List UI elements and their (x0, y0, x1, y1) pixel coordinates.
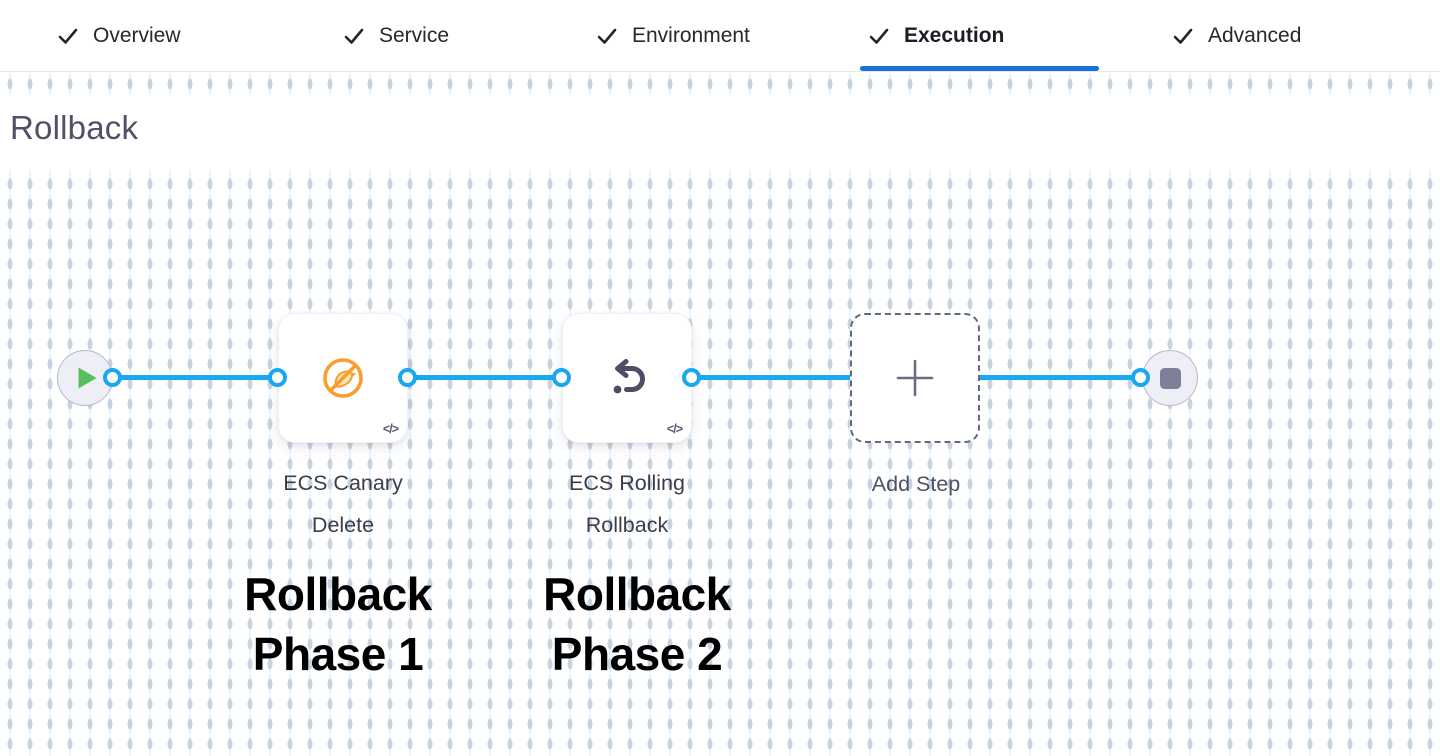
add-step-label: Add Step (871, 472, 961, 496)
active-tab-underline (860, 66, 1099, 71)
step-title-ecs-rolling-rollback: ECS Rolling Rollback (507, 462, 747, 546)
tab-label: Execution (904, 23, 1005, 47)
step-title-line: Rollback (585, 513, 669, 537)
connector-edge (113, 375, 278, 380)
play-icon (78, 367, 97, 389)
tab-label: Advanced (1208, 23, 1302, 47)
check-icon (58, 28, 78, 44)
pipeline-end-node (1142, 350, 1198, 406)
step-card-ecs-canary-delete[interactable]: </> (278, 313, 408, 443)
rolling-rollback-icon (613, 359, 645, 394)
tab-service[interactable]: Service (343, 0, 449, 71)
annotation-line: Phase 2 (551, 628, 723, 680)
pipeline-canvas: Rollback </> </> (0, 72, 1440, 756)
connector-port[interactable] (682, 368, 701, 387)
tab-execution[interactable]: Execution (868, 0, 1004, 71)
tab-label: Overview (93, 23, 181, 47)
tab-label: Service (379, 23, 450, 47)
step-title-ecs-canary-delete: ECS Canary Delete (223, 462, 463, 546)
connector-port[interactable] (398, 368, 417, 387)
connector-port[interactable] (1131, 368, 1150, 387)
stop-icon (1159, 367, 1181, 389)
connector-edge (408, 375, 562, 380)
connector-port[interactable] (268, 368, 287, 387)
tab-environment[interactable]: Environment (596, 0, 750, 71)
connector-port[interactable] (552, 368, 571, 387)
tab-advanced[interactable]: Advanced (1172, 0, 1301, 71)
code-icon: </> (666, 422, 683, 436)
annotation-rollback-phase-1: Rollback Phase 1 (178, 564, 498, 684)
plus-icon (896, 359, 934, 397)
check-icon (869, 28, 889, 44)
step-title-line: Delete (311, 513, 375, 537)
check-icon (344, 28, 364, 44)
section-title-band (0, 96, 1440, 170)
settings-tab-bar: Overview Service Environment Execution A… (0, 0, 1440, 72)
step-title-line: ECS Rolling (569, 471, 685, 495)
annotation-line: Rollback (244, 568, 432, 620)
tab-label: Environment (632, 23, 750, 47)
annotation-rollback-phase-2: Rollback Phase 2 (477, 564, 797, 684)
add-step-button[interactable] (850, 313, 980, 443)
connector-port[interactable] (103, 368, 122, 387)
annotation-line: Phase 1 (252, 628, 424, 680)
canary-delete-icon (323, 358, 363, 398)
step-card-ecs-rolling-rollback[interactable]: </> (562, 313, 692, 443)
step-title-line: ECS Canary (283, 471, 403, 495)
code-icon: </> (382, 422, 399, 436)
tab-overview[interactable]: Overview (57, 0, 181, 71)
check-icon (597, 28, 617, 44)
check-icon (1173, 28, 1193, 44)
pipeline-start-node (57, 350, 113, 406)
annotation-line: Rollback (543, 568, 731, 620)
section-title: Rollback (10, 109, 139, 146)
